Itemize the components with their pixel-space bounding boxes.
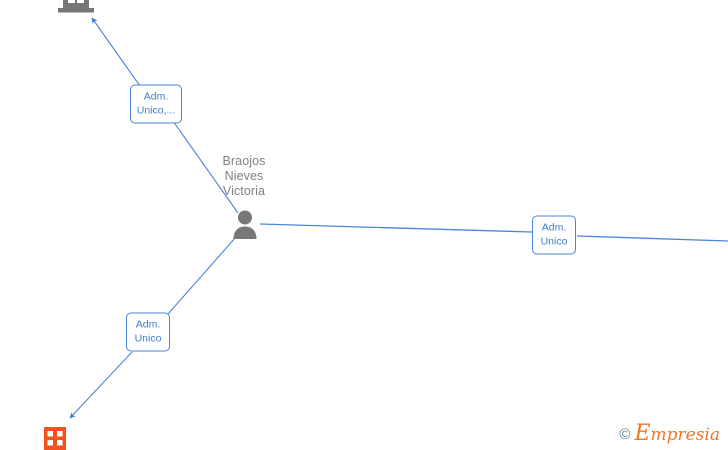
node-person-center[interactable] bbox=[230, 209, 260, 239]
edge-badge-adm-unico-right[interactable]: Adm. Unico bbox=[532, 215, 576, 255]
edge-to-top-company[interactable] bbox=[91, 17, 239, 214]
person-icon bbox=[233, 210, 257, 239]
empresia-watermark: © Empresia bbox=[619, 423, 721, 445]
node-person-center-label: Braojos Nieves Victoria bbox=[222, 154, 266, 198]
empresia-brand-rest: mpresia bbox=[650, 425, 721, 445]
node-company-top[interactable] bbox=[58, 0, 94, 17]
company-building-icon bbox=[58, 0, 94, 13]
edge-to-bottom-company[interactable] bbox=[69, 236, 237, 419]
copyright-icon: © bbox=[619, 426, 631, 443]
edge-badge-adm-unico-top[interactable]: Adm. Unico,... bbox=[130, 84, 182, 124]
edge-to-right[interactable] bbox=[259, 223, 728, 242]
edge-badge-adm-unico-bottom[interactable]: Adm. Unico bbox=[126, 312, 170, 352]
node-company-bottom[interactable] bbox=[44, 427, 66, 450]
empresia-brand-text: Empresia bbox=[634, 423, 721, 445]
empresia-brand-initial: E bbox=[634, 421, 651, 446]
company-building-icon bbox=[44, 427, 66, 450]
